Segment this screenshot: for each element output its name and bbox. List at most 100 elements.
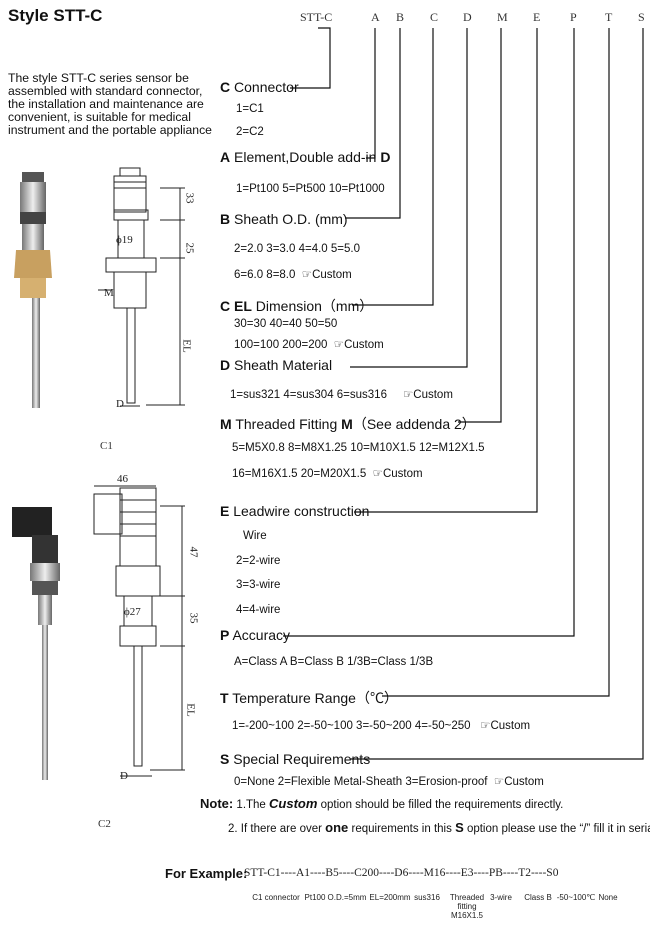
option-line: A=Class A B=Class B 1/3B=Class 1/3B (234, 656, 434, 668)
note-bold: S (455, 820, 464, 835)
example-item: C1 connector (252, 893, 300, 902)
note-bold: Custom (269, 796, 318, 811)
section-letter: T (220, 690, 229, 706)
code-letter-c: C (430, 10, 439, 24)
section-letter: B (220, 211, 231, 227)
example-code: STT-C1----A1----B5----C200----D6----M16-… (244, 867, 559, 879)
section-letter: D (220, 357, 231, 373)
c1-caption: C1 (100, 440, 113, 452)
example-item: sus316 (414, 893, 440, 902)
section-letter: S (220, 751, 230, 767)
custom-label: Custom (312, 269, 352, 281)
section-label: Element,Double add-in (234, 149, 377, 165)
option-line: 100=100 200=200 ☞Custom (234, 337, 384, 351)
note-2: 2. If there are over one requirements in… (228, 820, 650, 835)
hand-pointer-icon: ☞ (301, 269, 313, 281)
option-text: 16=M16X1.5 20=M20X1.5 (232, 468, 367, 480)
note-text: option should be filled the requirements… (320, 799, 564, 811)
option-line: 2=2.0 3=3.0 4=4.0 5=5.0 (234, 243, 360, 255)
custom-label: Custom (490, 720, 531, 732)
section-element: A Element,Double add-in D (220, 149, 390, 165)
example-item: Pt100 (304, 893, 326, 902)
option-line: 16=M16X1.5 20=M20X1.5 ☞Custom (232, 466, 423, 480)
option-line: 3=3-wire (236, 579, 281, 591)
c1-dim-d: D (116, 398, 124, 410)
code-letter-d: D (463, 10, 472, 24)
option-line: 30=30 40=40 50=50 (234, 318, 338, 330)
example-item: 3-wire (490, 893, 512, 902)
option-line: 1=C1 (236, 103, 264, 115)
section-leadwire: E Leadwire construction (220, 503, 369, 519)
section-connector: C Connector (220, 79, 299, 95)
section-letter: C (220, 79, 231, 95)
code-letter-b: B (396, 10, 405, 24)
note-label: Note: (200, 796, 234, 811)
section-accuracy: P Accuracy (220, 627, 290, 643)
hand-pointer-icon: ☞ (493, 776, 505, 788)
option-text: 6=6.0 8=8.0 (234, 269, 296, 281)
hand-pointer-icon: ☞ (480, 720, 491, 732)
c2-dim-35: 35 (187, 612, 200, 624)
section-threaded-fitting: M Threaded Fitting M（See addenda 2） (220, 414, 476, 434)
c2-dim-47: 47 (187, 546, 200, 558)
code-letter-t: T (605, 10, 613, 24)
option-text: 0=None 2=Flexible Metal-Sheath 3=Erosion… (234, 776, 488, 788)
section-label: Accuracy (232, 627, 291, 643)
code-letter-m: M (497, 10, 508, 24)
code-prefix: STT-C (300, 10, 333, 24)
option-line: 1=sus321 4=sus304 6=sus316 ☞Custom (230, 387, 453, 401)
section-letter: M (220, 416, 232, 432)
custom-label: Custom (382, 468, 423, 480)
code-letter-p: P (570, 10, 577, 24)
section-letter: A (220, 149, 231, 165)
section-temperature: T Temperature Range（℃） (220, 688, 398, 708)
section-bold: EL (234, 298, 252, 314)
section-sheath-od: B Sheath O.D. (mm) (220, 211, 348, 227)
c1-dim-25: 25 (183, 242, 196, 254)
section-sheath-material: D Sheath Material (220, 357, 332, 373)
option-line: Wire (243, 530, 267, 542)
option-line: 5=M5X0.8 8=M8X1.25 10=M10X1.5 12=M12X1.5 (232, 442, 485, 454)
section-special: S Special Requirements (220, 751, 370, 767)
section-label: Threaded Fitting (235, 416, 338, 432)
hand-pointer-icon: ☞ (402, 389, 414, 401)
option-line: 1=Pt100 5=Pt500 10=Pt1000 (236, 183, 385, 195)
c2-caption: C2 (98, 818, 111, 830)
c2-sensor-photo (12, 507, 60, 780)
code-letter-s: S (638, 10, 645, 24)
section-label: Dimension（mm） (255, 298, 374, 314)
note-text: 2. If there are over (228, 823, 322, 835)
section-label: Connector (234, 79, 299, 95)
custom-label: Custom (344, 339, 384, 351)
custom-label: Custom (413, 389, 453, 401)
code-letter-e: E (533, 10, 541, 24)
example-item: None (598, 893, 618, 902)
code-letter-a: A (371, 10, 380, 24)
section-label: Sheath Material (234, 357, 333, 373)
option-text: 100=100 200=200 (234, 339, 328, 351)
example-item: -50~100℃ (556, 893, 596, 902)
example-item: Threaded fitting M16X1.5 (449, 893, 485, 920)
c2-dim-46: 46 (117, 473, 128, 485)
c2-dim-dia: ϕ27 (124, 606, 141, 618)
section-suffix: （See addenda 2） (352, 416, 476, 432)
section-letter: C (220, 298, 231, 314)
c2-dim-el: EL (184, 703, 197, 717)
c2-technical-drawing (93, 485, 185, 777)
section-label: Leadwire construction (233, 503, 370, 519)
option-line: 4=4-wire (236, 604, 281, 616)
option-text: 1=sus321 4=sus304 6=sus316 (230, 389, 387, 401)
section-bold: M (341, 416, 353, 432)
option-line: 1=-200~100 2=-50~100 3=-50~200 4=-50~250… (232, 718, 530, 732)
option-line: 6=6.0 8=8.0 ☞Custom (234, 267, 352, 281)
section-label: Temperature Range（℃） (232, 690, 398, 706)
intro-text: The style STT-C series sensor be assembl… (8, 71, 212, 137)
section-label: Sheath O.D. (mm) (234, 211, 348, 227)
example-item: Class B (524, 893, 552, 902)
note-text: 1.The (236, 799, 266, 811)
option-line: 0=None 2=Flexible Metal-Sheath 3=Erosion… (234, 774, 544, 788)
c1-dim-m: M (104, 287, 114, 299)
c1-dim-el: EL (180, 339, 193, 353)
section-label: Special Requirements (233, 751, 371, 767)
page-title: Style STT-C (8, 6, 103, 25)
